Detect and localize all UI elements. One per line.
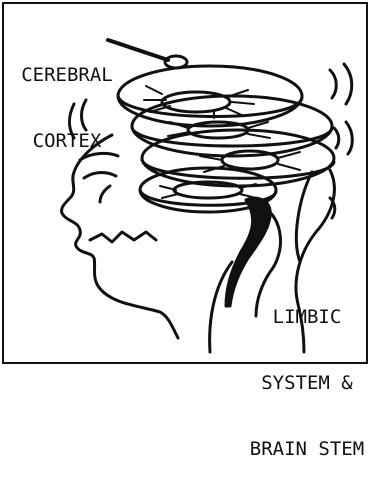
limbic-system-label: LIMBIC SYSTEM & BRAIN STEM: [246, 262, 368, 482]
label-line: BRAIN STEM: [246, 438, 368, 460]
mouth: [90, 232, 156, 242]
label-line: LIMBIC: [246, 306, 368, 328]
label-line: CEREBRAL: [12, 64, 122, 86]
label-line: SYSTEM &: [246, 372, 368, 394]
cerebral-cortex-label: CEREBRAL CORTEX: [12, 20, 122, 174]
label-line: CORTEX: [12, 130, 122, 152]
